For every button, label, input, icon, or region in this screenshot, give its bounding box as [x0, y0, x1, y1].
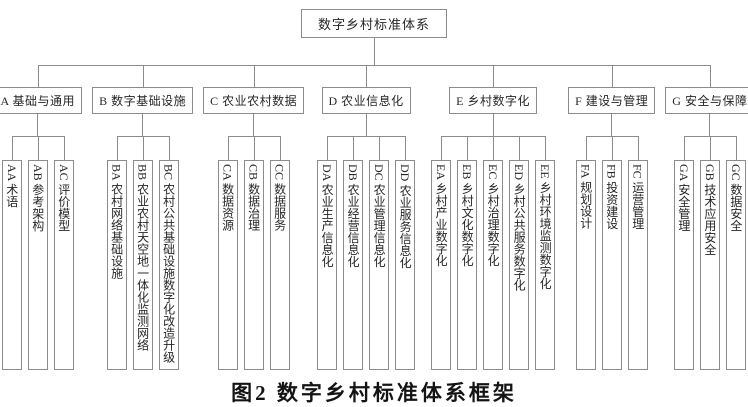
root-row: 数字乡村标准体系 [0, 9, 748, 38]
root-connector-line [373, 38, 375, 65]
leaf-cell: AC 评价模型 [50, 136, 77, 370]
leaf-node: AA 术语 [1, 160, 22, 370]
category-node: D 农业信息化 [321, 87, 411, 114]
leaf-cell: EE 乡村环境监测数字化 [532, 136, 558, 370]
leaf-node: EC 乡村治理数字化 [483, 160, 504, 370]
category-node: B 数字基础设施 [92, 87, 194, 114]
leaf-node: FC 运营管理 [627, 160, 648, 370]
category-node: G 安全与保障 [665, 87, 748, 114]
leaf-cell: BA 农村网络基础设施 [104, 136, 131, 370]
leaf-cell: BC 农村公共基础设施数字化改造升级 [155, 136, 182, 370]
leaf-node: CA 数据资源 [217, 160, 238, 370]
leaf-node: DC 农业管理信息化 [369, 160, 390, 370]
leaf-cell: FB 投资建设 [598, 136, 626, 370]
leaf-cell: AA 术语 [0, 136, 26, 370]
leaf-node: DB 农业经营信息化 [343, 160, 364, 370]
leaf-cell: DD 农业服务信息化 [392, 136, 418, 370]
leaf-node: FA 规划设计 [575, 160, 596, 370]
leaf-node: DD 农业服务信息化 [395, 160, 416, 370]
category-connector-line [37, 114, 39, 136]
leaf-node: FB 投资建设 [601, 160, 622, 370]
leaf-node: CC 数据服务 [269, 160, 290, 370]
leaf-cell: FA 规划设计 [573, 136, 600, 370]
leaf-cell: DB 农业经营信息化 [340, 136, 368, 370]
leaf-node: GC 数据安全 [725, 160, 746, 370]
leaf-cell: DA 农业生产信息化 [314, 136, 342, 370]
category-connector-line [709, 114, 711, 136]
leaf-cell: GC 数据安全 [722, 136, 748, 370]
leaf-node: DA 农业生产信息化 [317, 160, 338, 370]
leaf-cell: BB 农业农村天空地一体化监测网络 [129, 136, 157, 370]
leaf-node: GB 技术应用安全 [699, 160, 720, 370]
leaf-cell: DC 农业管理信息化 [366, 136, 394, 370]
leaf-node: CB 数据治理 [243, 160, 264, 370]
leaf-node: AC 评价模型 [53, 160, 74, 370]
root-node: 数字乡村标准体系 [300, 9, 447, 38]
leaf-cell: GB 技术应用安全 [696, 136, 724, 370]
leaf-cell: CB 数据治理 [240, 136, 268, 370]
leaf-node: BA 农村网络基础设施 [106, 160, 127, 370]
category-node: A 基础与通用 [0, 87, 83, 114]
leaf-node: BC 农村公共基础设施数字化改造升级 [158, 160, 179, 370]
leaf-cell: GA 安全管理 [671, 136, 698, 370]
leaf-cell: AB 参考架构 [24, 136, 52, 370]
leaf-cell: EB 乡村文化数字化 [454, 136, 482, 370]
leaf-node: EE 乡村环境监测数字化 [535, 160, 556, 370]
category-node: C 农业农村数据 [203, 87, 305, 114]
category-connector-line [611, 114, 613, 136]
leaf-cell: CC 数据服务 [266, 136, 293, 370]
leaf-node: EB 乡村文化数字化 [457, 160, 478, 370]
leaf-cell: ED 乡村公共服务数字化 [506, 136, 534, 370]
leaf-cell: EA 乡村产业数字化 [428, 136, 456, 370]
leaf-cell: FC 运营管理 [624, 136, 651, 370]
leaf-node: GA 安全管理 [673, 160, 694, 370]
figure-caption: 图2 数字乡村标准体系框架 [231, 381, 517, 405]
category-connector-line [253, 114, 255, 136]
leaf-node: BB 农业农村天空地一体化监测网络 [132, 160, 153, 370]
leaf-cell: EC 乡村治理数字化 [480, 136, 508, 370]
leaf-cell: CA 数据资源 [215, 136, 242, 370]
leaf-node: EA 乡村产业数字化 [431, 160, 452, 370]
category-connector-line [142, 114, 144, 136]
category-connector-line [365, 114, 367, 136]
category-node: F 建设与管理 [568, 87, 656, 114]
leaf-node: AB 参考架构 [27, 160, 48, 370]
category-connector-line [492, 114, 494, 136]
category-node: E 乡村数字化 [449, 87, 538, 114]
leaf-node: ED 乡村公共服务数字化 [509, 160, 530, 370]
